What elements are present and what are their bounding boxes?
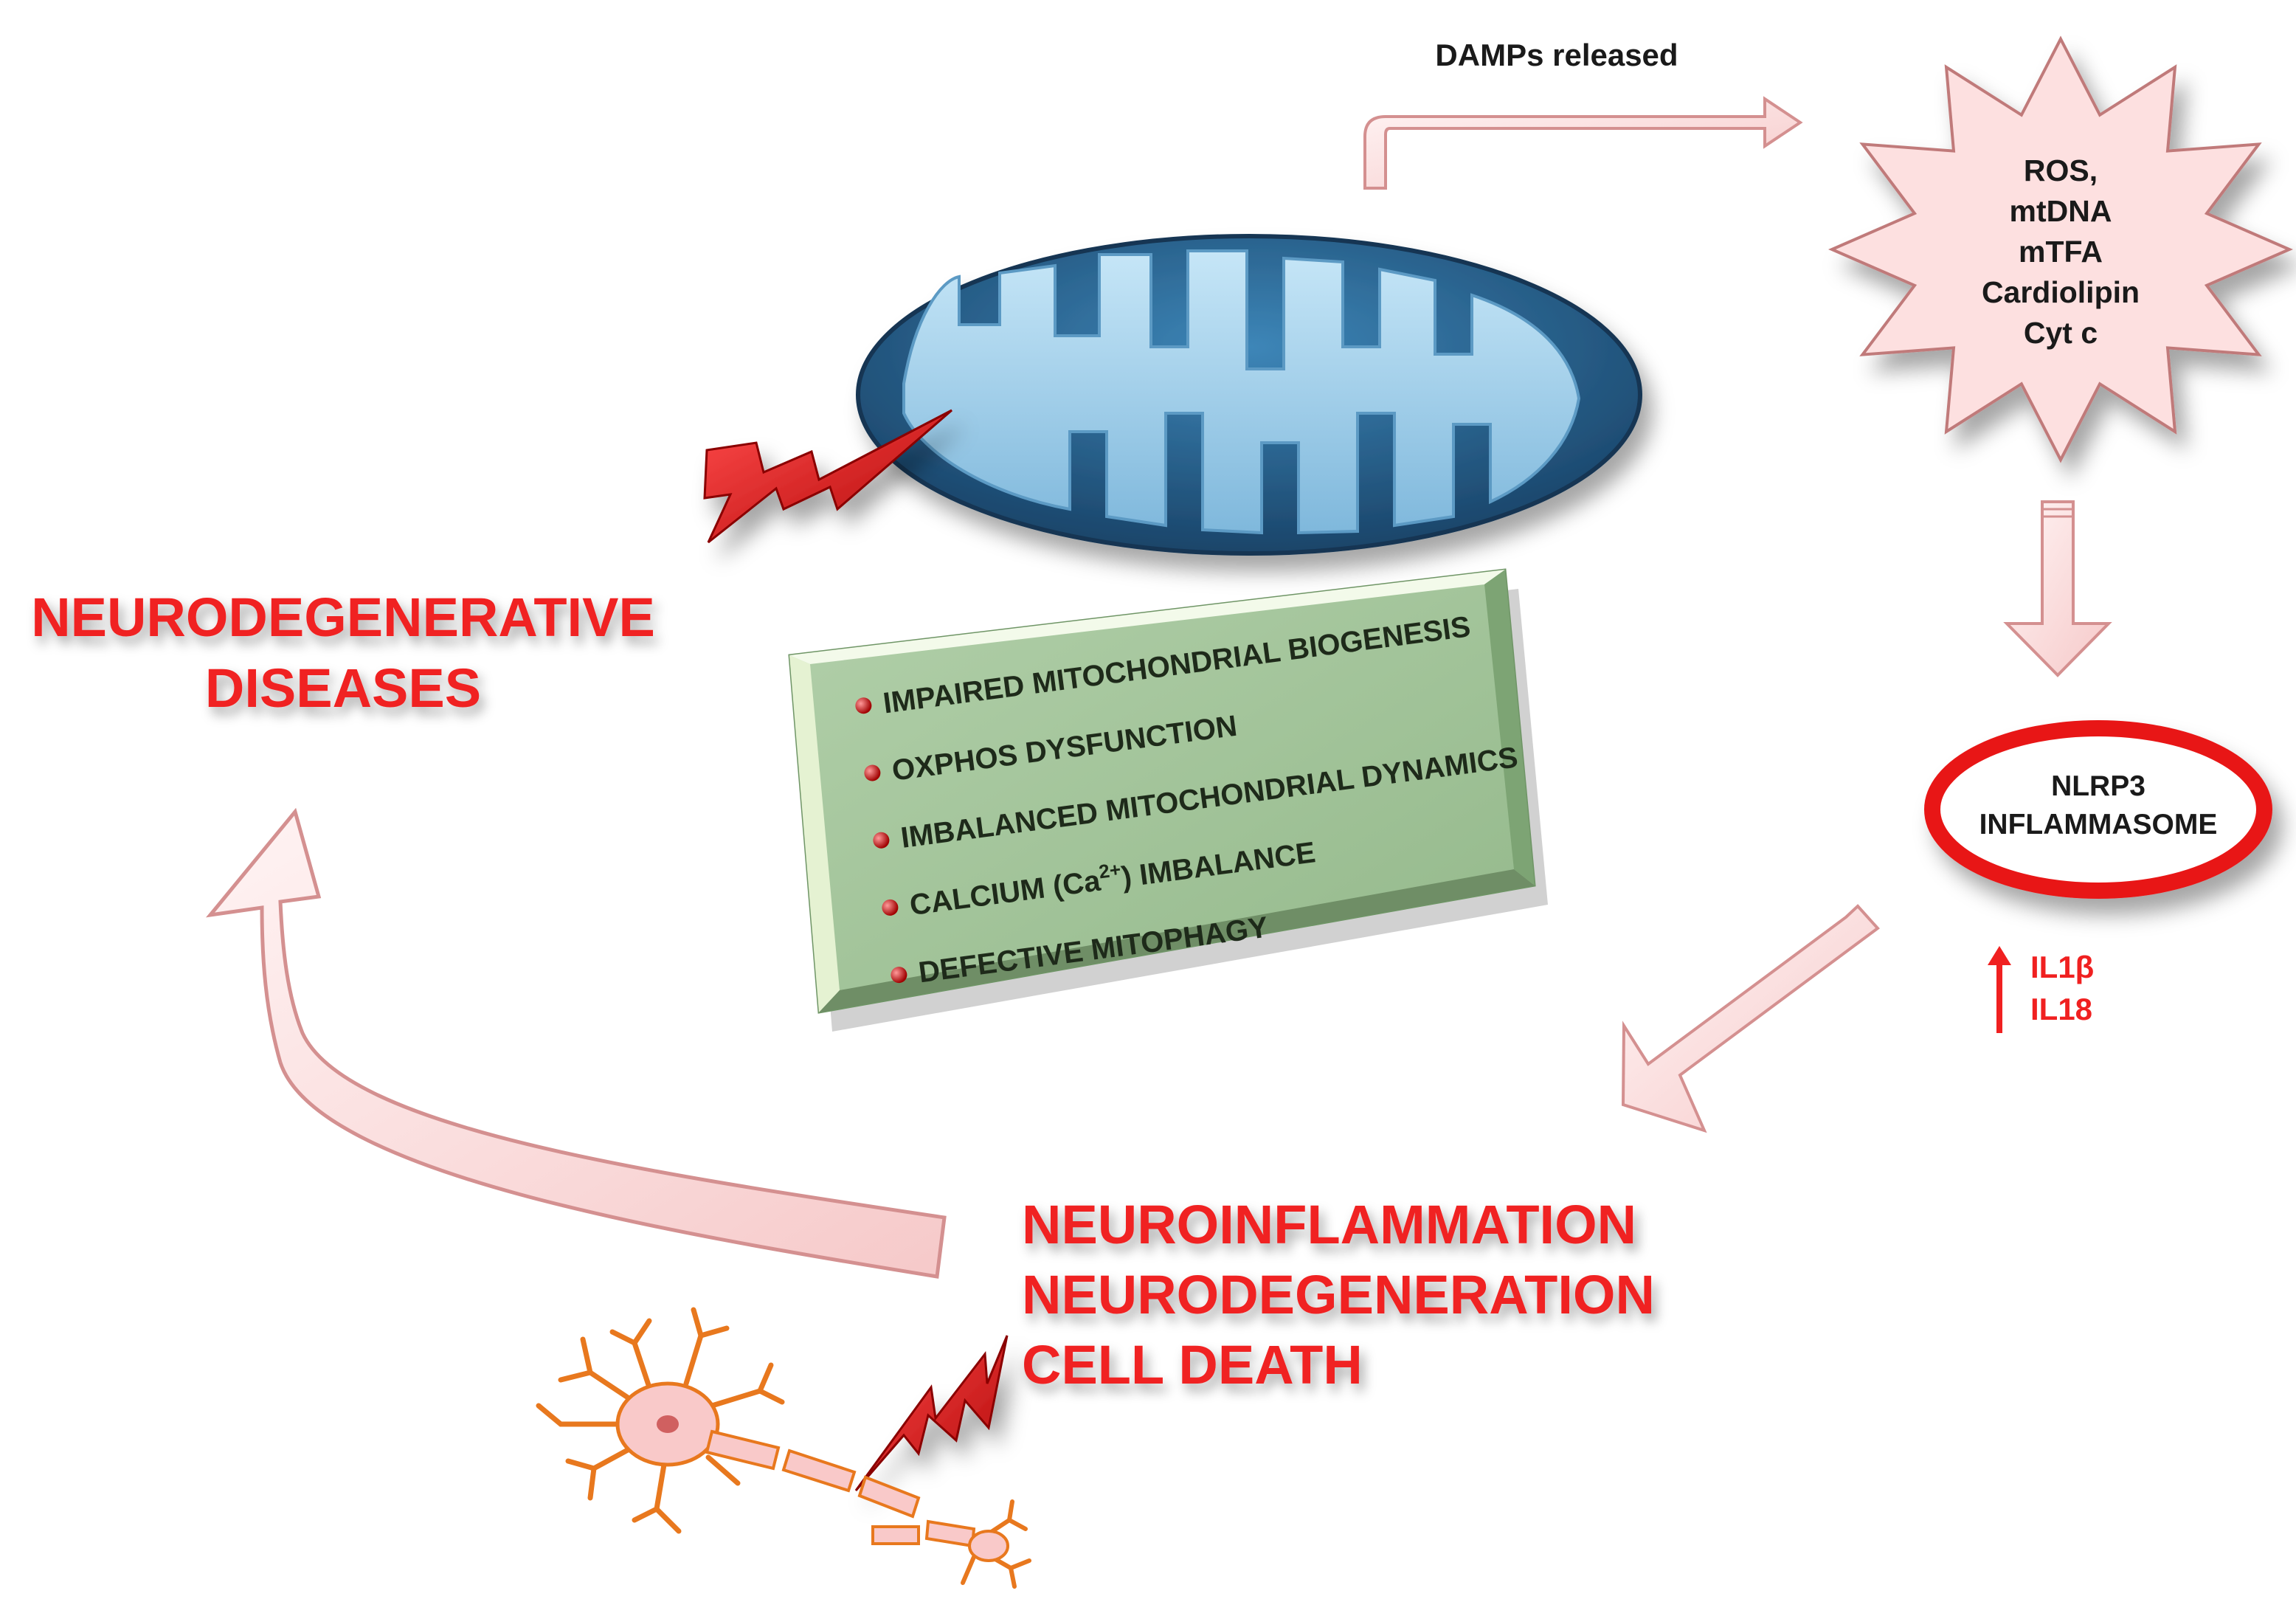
up-arrow-icon bbox=[1988, 946, 2011, 1033]
bullet-icon bbox=[891, 967, 907, 984]
outcome-item: CELL DEATH bbox=[1022, 1334, 1363, 1395]
damp-item: Cardiolipin bbox=[1982, 275, 2140, 309]
nlrp3-label-line1: NLRP3 bbox=[2051, 770, 2145, 802]
damps-list: ROS, mtDNA mTFA Cardiolipin Cyt c bbox=[1982, 153, 2140, 350]
damp-item: Cyt c bbox=[2024, 316, 2098, 350]
disease-title-line1: NEURODEGENERATIVE bbox=[31, 587, 655, 648]
nlrp3-ring bbox=[1924, 720, 2272, 899]
damps-star bbox=[1828, 35, 2294, 463]
cytokine-il1b: IL1β bbox=[2030, 950, 2094, 984]
neuron-icon bbox=[536, 1307, 1031, 1589]
mitochondrion bbox=[856, 234, 1642, 556]
damp-item: mTFA bbox=[2019, 235, 2103, 269]
dysfunction-panel bbox=[788, 568, 1548, 1032]
lightning-bolt-icon bbox=[703, 409, 952, 544]
outcome-item: NEURODEGENERATION bbox=[1022, 1264, 1655, 1325]
bullet-icon bbox=[864, 764, 881, 781]
damps-label: DAMPs released bbox=[1435, 38, 1678, 72]
nlrp3-to-outcome-arrow bbox=[1621, 904, 1880, 1133]
cytokine-il18: IL18 bbox=[2030, 992, 2092, 1026]
nlrp3-label-line2: INFLAMMASOME bbox=[1979, 809, 2218, 840]
damp-item: mtDNA bbox=[2010, 194, 2112, 228]
disease-title-line2: DISEASES bbox=[205, 657, 481, 719]
bullet-icon bbox=[855, 697, 872, 714]
outcome-list: NEUROINFLAMMATION NEURODEGENERATION CELL… bbox=[1022, 1194, 1655, 1395]
bullet-icon bbox=[873, 832, 890, 849]
lightning-bolt-icon bbox=[854, 1335, 1009, 1491]
damps-arrow bbox=[1363, 96, 1803, 190]
return-arrow bbox=[205, 807, 947, 1279]
star-to-nlrp3-arrow bbox=[2003, 500, 2112, 677]
bullet-icon bbox=[882, 899, 899, 916]
damp-item: ROS, bbox=[2024, 153, 2098, 187]
outcome-item: NEUROINFLAMMATION bbox=[1022, 1194, 1636, 1255]
